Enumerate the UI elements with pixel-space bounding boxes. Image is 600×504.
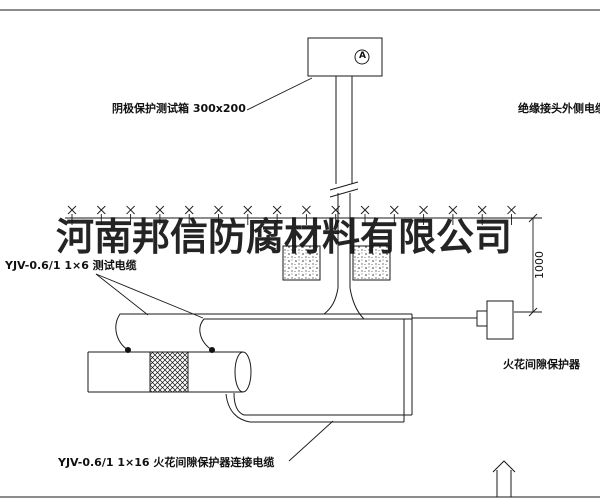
outer-cable-label: 绝缘接头外侧电缆 [518, 102, 600, 115]
border-frame [0, 9, 600, 498]
spark-gap-label: 火花间隙保护器 [503, 358, 580, 371]
pipe-end-cap [234, 351, 252, 393]
test-post [323, 76, 365, 320]
ammeter-symbol [354, 49, 370, 65]
cable-lines [115, 313, 477, 423]
test-box-label: 阴极保护测试箱 300x200 [112, 102, 246, 115]
dimension-tick [528, 307, 538, 317]
break-mark [329, 188, 359, 198]
break-mark [329, 181, 359, 191]
company-watermark: 河南邦信防腐材料有限公司 [56, 214, 513, 259]
ammeter-letter: A [359, 51, 366, 61]
riser-symbol [492, 460, 516, 497]
foundation-blocks [282, 245, 391, 281]
dimension-value: 1000 [533, 251, 546, 279]
ground-hatch-marks [67, 205, 516, 225]
test-cable-label: YJV-0.6/1 1×6 测试电缆 [5, 259, 137, 272]
spark-gap-cable-label: YJV-0.6/1 1×16 火花间隙保护器连接电缆 [58, 456, 275, 469]
ground-line [65, 205, 520, 225]
dimension-tick [528, 213, 538, 223]
leader-lines [95, 77, 334, 462]
pipeline [87, 347, 252, 393]
coating-band [149, 351, 189, 393]
spark-gap-protector [476, 300, 514, 340]
dimension-line [514, 213, 542, 317]
test-box [307, 37, 383, 77]
